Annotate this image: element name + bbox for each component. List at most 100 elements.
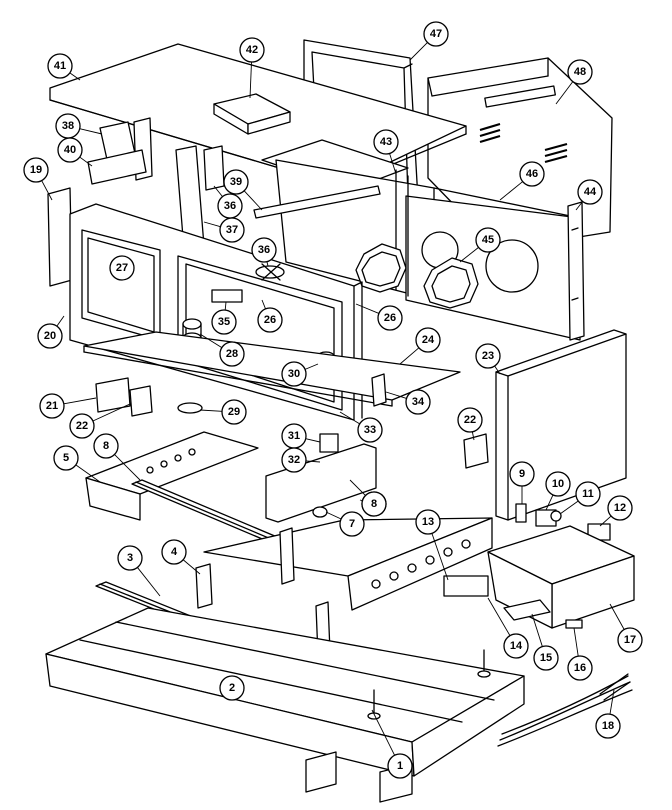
callout-31: 31 bbox=[281, 423, 321, 449]
callout-48: 48 bbox=[555, 59, 593, 105]
callout-number: 20 bbox=[44, 330, 56, 342]
callout-circle bbox=[533, 645, 559, 671]
part-13-tray bbox=[203, 517, 493, 611]
callout-number: 8 bbox=[371, 498, 377, 510]
callout-12: 12 bbox=[599, 495, 633, 527]
callout-number: 41 bbox=[54, 60, 66, 72]
callout-number: 26 bbox=[264, 314, 276, 326]
callout-leader-line bbox=[213, 185, 223, 197]
callout-circle bbox=[339, 511, 365, 537]
callout-circle bbox=[53, 445, 79, 471]
callout-leader-line bbox=[371, 709, 396, 756]
callout-leader-line bbox=[339, 411, 360, 425]
callout-13: 13 bbox=[415, 509, 449, 581]
part-29-mount bbox=[177, 402, 203, 414]
callout-circle bbox=[595, 713, 621, 739]
part-39-rod bbox=[253, 185, 381, 219]
callout-number: 45 bbox=[482, 234, 494, 246]
callout-29: 29 bbox=[199, 399, 247, 425]
callout-circle bbox=[567, 59, 593, 85]
callout-number: 29 bbox=[228, 406, 240, 418]
callout-leader-line bbox=[385, 391, 407, 399]
callout-leader-line bbox=[304, 363, 319, 370]
part-21-plate bbox=[95, 377, 131, 413]
callout-leader-line bbox=[69, 72, 81, 81]
callout-circle bbox=[281, 361, 307, 387]
callout-leader-line bbox=[305, 460, 321, 463]
callout-number: 8 bbox=[103, 440, 109, 452]
callout-number: 10 bbox=[552, 478, 564, 490]
callout-2: 2 bbox=[219, 675, 245, 701]
part-7-knob bbox=[312, 506, 328, 518]
callout-number: 21 bbox=[46, 400, 58, 412]
callout-leader-line bbox=[609, 603, 625, 630]
part-45-rings bbox=[355, 243, 479, 309]
callout-leader-line bbox=[459, 247, 479, 263]
callout-circle bbox=[607, 495, 633, 521]
callout-number: 35 bbox=[218, 316, 230, 328]
callout-leader-line bbox=[555, 81, 574, 105]
callout-number: 13 bbox=[422, 516, 434, 528]
callout-circle bbox=[211, 309, 237, 335]
callout-leader-line bbox=[41, 180, 53, 201]
callout-leader-line bbox=[249, 61, 252, 99]
callout-circle bbox=[519, 161, 545, 187]
part-34-bracket bbox=[371, 373, 387, 407]
callout-number: 1 bbox=[397, 760, 403, 772]
callout-11: 11 bbox=[559, 481, 601, 515]
part-48-rear-panel bbox=[427, 57, 613, 251]
callout-leader-line bbox=[355, 303, 380, 314]
callout-leader-line bbox=[349, 479, 366, 496]
callout-20: 20 bbox=[37, 315, 65, 349]
callout-39: 39 bbox=[223, 169, 263, 211]
callout-1: 1 bbox=[371, 709, 413, 779]
callout-circle bbox=[577, 179, 603, 205]
callout-circle bbox=[93, 433, 119, 459]
callout-circle bbox=[117, 545, 143, 571]
callout-leader-line bbox=[599, 515, 612, 527]
callout-40: 40 bbox=[57, 137, 93, 167]
callout-8a: 8 bbox=[93, 433, 141, 481]
callout-10: 10 bbox=[545, 471, 571, 511]
callout-number: 15 bbox=[540, 652, 552, 664]
callout-5: 5 bbox=[53, 445, 101, 483]
callout-number: 4 bbox=[171, 546, 178, 558]
callout-circle bbox=[575, 481, 601, 507]
callout-16: 16 bbox=[567, 627, 593, 681]
callout-leader-line bbox=[431, 533, 449, 581]
part-17-box bbox=[487, 525, 635, 629]
callout-41: 41 bbox=[47, 53, 81, 81]
part-36-fitting bbox=[255, 263, 285, 281]
part-40-bracket bbox=[87, 149, 147, 185]
callout-circle bbox=[617, 627, 643, 653]
callout-number: 19 bbox=[30, 164, 42, 176]
callout-leader-line bbox=[559, 500, 579, 515]
callout-number: 42 bbox=[246, 44, 258, 56]
callout-circle bbox=[257, 307, 283, 333]
callout-leader-line bbox=[409, 42, 428, 61]
callout-8b: 8 bbox=[359, 491, 387, 517]
callout-19: 19 bbox=[23, 157, 53, 201]
part-18-wires bbox=[497, 673, 633, 747]
callout-34: 34 bbox=[385, 389, 431, 415]
callout-leader-line bbox=[199, 333, 223, 349]
callout-leader-line bbox=[399, 347, 420, 365]
callout-number: 2 bbox=[229, 682, 235, 694]
callout-number: 46 bbox=[526, 168, 538, 180]
callout-26b: 26 bbox=[355, 303, 403, 331]
callout-circle bbox=[509, 461, 535, 487]
callout-number: 26 bbox=[384, 312, 396, 324]
callout-24: 24 bbox=[399, 327, 441, 365]
callout-leader-line bbox=[137, 567, 161, 597]
callout-number: 24 bbox=[422, 334, 435, 346]
callout-33: 33 bbox=[339, 411, 383, 443]
callout-circle bbox=[219, 217, 245, 243]
part-36-box bbox=[203, 145, 225, 191]
callout-circle bbox=[357, 417, 383, 443]
callout-circle bbox=[281, 447, 307, 473]
callout-leader-line bbox=[243, 190, 263, 211]
callout-3: 3 bbox=[117, 545, 161, 597]
part-16-clip bbox=[565, 619, 583, 629]
callout-circle bbox=[23, 157, 49, 183]
callout-46: 46 bbox=[499, 161, 545, 201]
